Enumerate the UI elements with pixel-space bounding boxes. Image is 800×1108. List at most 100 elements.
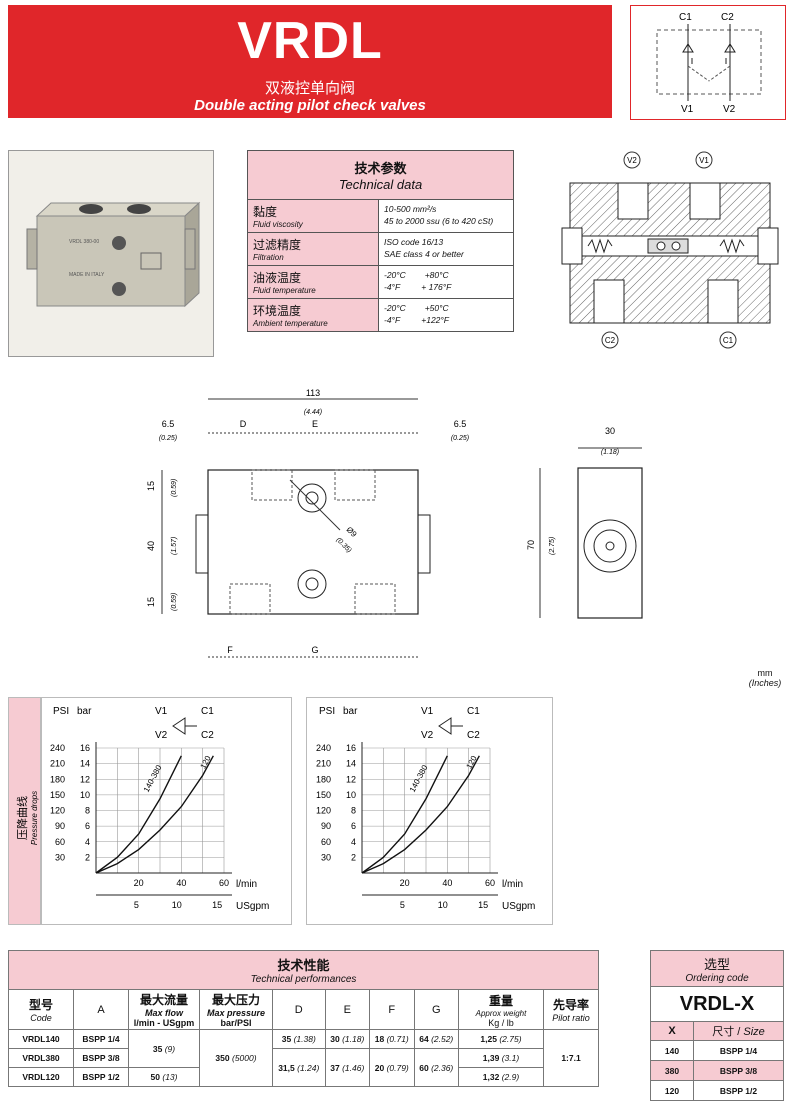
- tech-value: 45 to 2000 ssu (6 to 420 cSt): [384, 216, 494, 226]
- ordering-x: 380: [650, 1060, 694, 1081]
- tech-value: -4°F +122°F: [384, 315, 449, 325]
- x-tick-lmin: 40: [176, 878, 186, 888]
- y-label-psi: PSI: [53, 706, 69, 717]
- col-flow-en: Max flow: [144, 1008, 183, 1018]
- tech-value: -20°C +50°C: [384, 303, 449, 313]
- tech-label-cn: 黏度: [253, 205, 278, 219]
- row-flow: 50: [150, 1072, 160, 1082]
- col-ratio-cn: 先导率: [552, 998, 589, 1012]
- flow-from-2: V2: [421, 730, 434, 741]
- y-tick-psi: 30: [55, 852, 65, 862]
- row-e-in: (1.18): [342, 1034, 365, 1044]
- row-flow: 35: [152, 1043, 163, 1054]
- dim-h-bot-in: (0.59): [171, 593, 178, 611]
- col-code-cn: 型号: [28, 998, 53, 1012]
- dim-right-offset: 6.5: [454, 419, 467, 429]
- tech-label-cn: 环境温度: [253, 304, 302, 318]
- performance-header: 技术性能 Technical performances: [8, 950, 599, 990]
- performance-title-en: Technical performances: [250, 974, 357, 985]
- dim-g: G: [311, 645, 318, 655]
- y-tick-bar: 2: [351, 852, 356, 862]
- section-label-v2: V2: [627, 156, 637, 165]
- y-tick-bar: 2: [85, 852, 90, 862]
- ordering-x: 120: [650, 1080, 694, 1101]
- tech-value: SAE class 4 or better: [384, 249, 464, 259]
- col-pressure-cn: 最大压力: [211, 993, 260, 1007]
- x-tick-lmin: 20: [400, 878, 410, 888]
- series-label: 140-380: [142, 763, 164, 794]
- tech-value: -20°C +80°C: [384, 270, 449, 280]
- y-tick-psi: 60: [321, 837, 331, 847]
- y-tick-psi: 240: [50, 743, 65, 753]
- col-a: A: [73, 989, 129, 1030]
- ordering-size: BSPP 3/8: [693, 1060, 784, 1081]
- dim-width: 30: [605, 426, 615, 436]
- symbol-v1-label: V1: [681, 104, 694, 115]
- dim-h-mid: 40: [146, 541, 156, 551]
- y-tick-bar: 6: [351, 821, 356, 831]
- row-weight-in: (2.9): [501, 1072, 520, 1082]
- series-line: [95, 755, 214, 874]
- symbol-c2-label: C2: [721, 12, 734, 23]
- dim-height: 70: [526, 540, 536, 550]
- x-tick-usgpm: 15: [212, 900, 222, 910]
- row-d: 31,5: [278, 1062, 295, 1073]
- ordering-col-x: X: [650, 1021, 694, 1041]
- y-tick-bar: 10: [80, 790, 90, 800]
- symbol-c1-label: C1: [679, 12, 692, 23]
- ordering-x: 140: [650, 1040, 694, 1061]
- dim-e: E: [312, 419, 318, 429]
- row-flow-in: (9): [164, 1043, 176, 1054]
- row-f: 18: [374, 1034, 385, 1044]
- dim-left-offset: 6.5: [162, 419, 175, 429]
- section-label-c2: C2: [605, 336, 616, 345]
- series-line: [95, 755, 182, 874]
- dim-d: D: [240, 419, 247, 429]
- col-pressure-unit: bar/PSI: [220, 1018, 252, 1028]
- y-tick-bar: 16: [346, 743, 356, 753]
- unit-legend: mm (Inches): [746, 668, 784, 701]
- col-e: E: [324, 989, 371, 1030]
- flow-from-1: V1: [155, 706, 168, 717]
- pressure-drop-cn: 压降曲线: [15, 796, 29, 840]
- dim-hole-in: (0.35): [335, 536, 353, 554]
- table-row: VRDL380 BSPP 3/8 31,5 (1.24) 37 (1.46) 2…: [8, 1048, 599, 1087]
- dim-h-top: 15: [146, 481, 156, 491]
- technical-data-header: 技术参数 Technical data: [247, 150, 514, 200]
- col-g: G: [413, 989, 459, 1030]
- product-photo: VRDL 380-00 MADE IN ITALY: [8, 150, 214, 357]
- col-weight-cn: 重量: [488, 993, 513, 1008]
- ordering-title-cn: 选型: [703, 956, 730, 972]
- row-d: 35: [281, 1034, 292, 1044]
- tech-label-cn: 过滤精度: [253, 238, 302, 252]
- y-tick-bar: 10: [346, 790, 356, 800]
- row-g: 64: [419, 1034, 429, 1044]
- flow-from-1: V1: [421, 706, 434, 717]
- header-banner: VRDL 双液控单向阀 Double acting pilot check va…: [8, 5, 612, 118]
- y-label-bar: bar: [343, 706, 358, 717]
- x-tick-usgpm: 5: [400, 900, 405, 910]
- performance-title-cn: 技术性能: [277, 958, 330, 973]
- y-tick-psi: 150: [50, 790, 65, 800]
- row-weight: 1,32: [482, 1072, 500, 1082]
- section-label-c1: C1: [723, 336, 734, 345]
- x-label-usgpm: USgpm: [502, 901, 535, 912]
- row-code: VRDL140: [8, 1029, 74, 1049]
- row-ratio: 1:7.1: [543, 1029, 599, 1087]
- y-tick-bar: 14: [80, 759, 90, 769]
- row-g-in: (2.52): [431, 1034, 454, 1044]
- title-cn: 双液控单向阀: [264, 80, 355, 97]
- series-line: [361, 755, 480, 874]
- y-tick-bar: 8: [351, 806, 356, 816]
- table-row: VRDL140 BSPP 1/4 35 (9) 350 (5000) 35 (1…: [8, 1029, 599, 1087]
- tech-label-en: Filtration: [253, 253, 284, 262]
- flow-from-2: V2: [155, 730, 168, 741]
- y-tick-psi: 120: [50, 806, 65, 816]
- flow-arrow-icon: [438, 717, 452, 735]
- x-label-lmin: l/min: [502, 879, 523, 890]
- y-tick-bar: 12: [346, 774, 356, 784]
- row-a: BSPP 1/2: [73, 1067, 129, 1087]
